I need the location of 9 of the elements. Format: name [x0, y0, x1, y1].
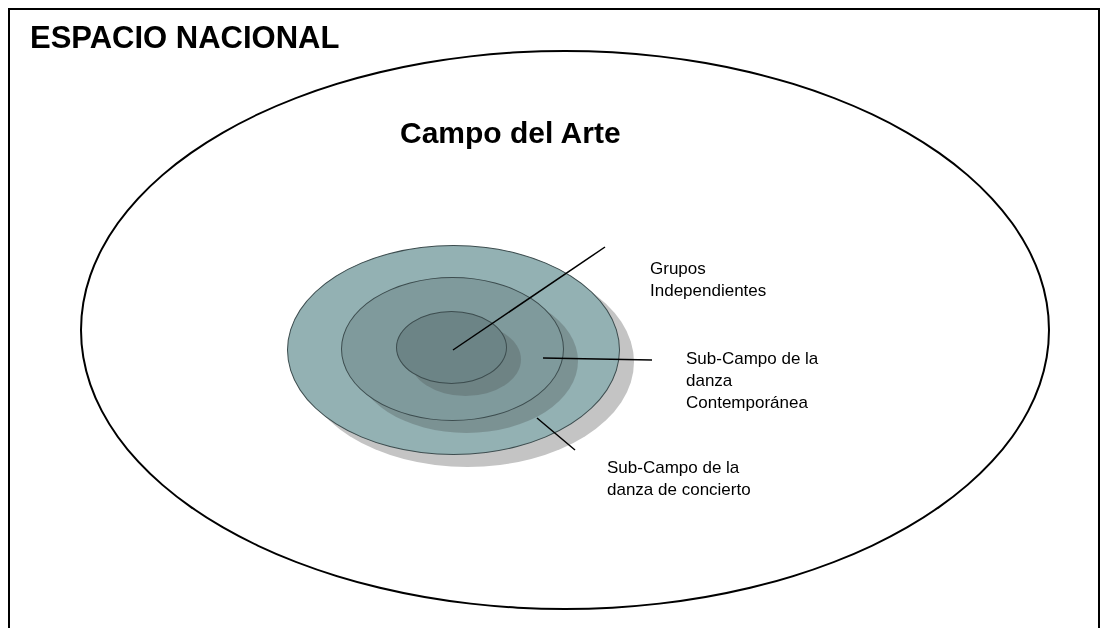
leader-line	[452, 246, 606, 351]
leader-line	[542, 357, 653, 361]
frame-heading: ESPACIO NACIONAL	[30, 20, 340, 56]
ellipse-heading: Campo del Arte	[400, 116, 621, 150]
frame-box	[8, 8, 1100, 628]
callout-text: Grupos Independientes	[650, 258, 785, 302]
callout-text: Sub-Campo de la danza Contemporánea	[686, 348, 836, 414]
callout-text: Sub-Campo de la danza de concierto	[607, 457, 782, 501]
field-ellipse	[80, 50, 1050, 610]
